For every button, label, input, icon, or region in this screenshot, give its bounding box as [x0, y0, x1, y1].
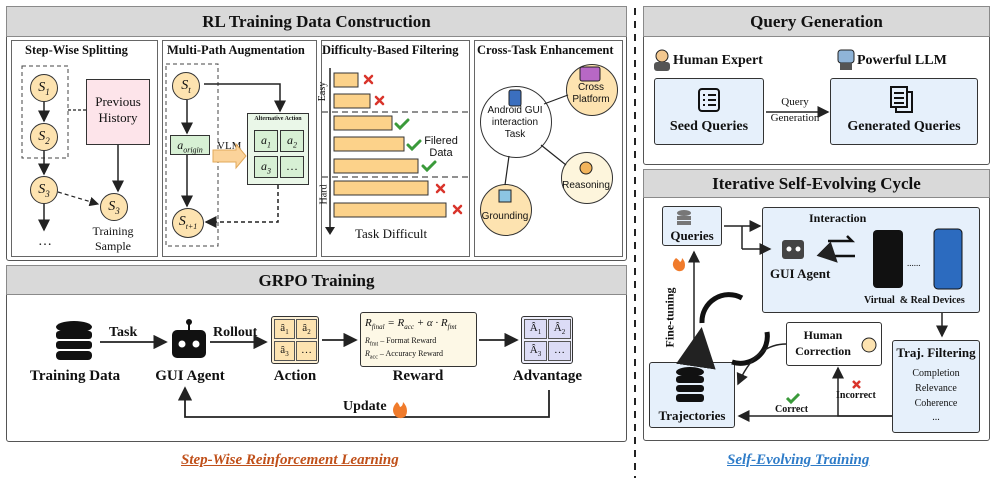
query-generation-arrow-label: Query Generation — [770, 96, 820, 124]
trajectories-label: Trajectories — [658, 408, 726, 423]
alt-action-a2: a2 — [280, 130, 304, 152]
human-correction-label: Human Correction — [795, 328, 851, 358]
reward-label: Reward — [392, 368, 444, 384]
state-s1: S1 — [30, 74, 58, 102]
criteria-more: ... — [932, 412, 940, 423]
accuracy-reward-note: Racc – Accuracy Reward — [365, 349, 443, 361]
traj-filtering-box — [892, 340, 980, 433]
hard-axis-label: Hard — [318, 184, 330, 205]
criteria-relevance: Relevance — [915, 383, 957, 394]
reward-formula-box: Rfinal = Racc + α · Rfmt Rfmt – Format R… — [360, 312, 477, 367]
cross-platform-label: Cross Platform — [572, 82, 610, 105]
self-evolving-title: Iterative Self-Evolving Cycle — [643, 169, 990, 198]
cross-task-title: Cross-Task Enhancement — [477, 43, 614, 57]
training-data-label: Training Data — [29, 368, 121, 384]
advantage-set-box: Â1 Â2 Â3 … — [521, 316, 573, 364]
left-caption: Step-Wise Reinforcement Learning — [181, 452, 399, 468]
format-reward-note: Rfmt – Format Reward — [365, 336, 437, 348]
rl-data-construction-title: RL Training Data Construction — [6, 6, 627, 37]
traj-filtering-label: Traj. Filtering — [896, 345, 976, 360]
queries-label: Queries — [670, 228, 714, 243]
android-task-label: Android GUI interaction Task — [487, 105, 543, 140]
multipath-augmentation-title: Multi-Path Augmentation — [167, 43, 305, 57]
phone-ellipsis: ...... — [907, 258, 921, 268]
criteria-coherence: Coherence — [914, 398, 958, 409]
cycle-gui-agent-label: GUI Agent — [770, 266, 831, 281]
alternative-action-title: Alternative Action — [254, 116, 302, 122]
advantage-more: … — [548, 341, 571, 361]
state-st: St — [172, 72, 200, 100]
alt-action-more: … — [280, 156, 304, 178]
human-expert-label: Human Expert — [673, 53, 763, 68]
ellipsis: … — [38, 234, 52, 249]
alt-action-a1: a1 — [254, 130, 278, 152]
action-set-box: â1 â2 â3 … — [271, 316, 319, 364]
query-generation-title: Query Generation — [643, 6, 990, 37]
advantage-a3: Â3 — [524, 341, 547, 361]
task-label: Task — [109, 325, 138, 340]
fine-tuning-label: Fine-tuning — [662, 287, 677, 348]
state-s3-sample: S3 — [100, 193, 128, 221]
alt-action-a3: a3 — [254, 156, 278, 178]
reward-formula: Rfinal = Racc + α · Rfmt — [365, 317, 457, 332]
rollout-label: Rollout — [213, 325, 258, 340]
action-a1: â1 — [274, 319, 295, 339]
difficulty-filtering-title: Difficulty-Based Filtering — [322, 43, 459, 57]
easy-axis-label: Easy — [317, 81, 329, 102]
action-more: … — [296, 341, 317, 361]
state-s3: S3 — [30, 176, 58, 204]
previous-history-box: Previous History — [86, 79, 150, 145]
interaction-label: Interaction — [809, 211, 867, 225]
powerful-llm-label: Powerful LLM — [857, 53, 947, 68]
advantage-a1: Â1 — [524, 319, 547, 339]
seed-queries-label: Seed Queries — [669, 119, 749, 134]
training-sample-label: Training Sample — [92, 224, 134, 253]
grpo-gui-agent-label: GUI Agent — [155, 368, 225, 384]
a-origin-box: aorigin — [170, 135, 210, 155]
vlm-label: VLM — [217, 140, 242, 152]
grounding-circle — [480, 184, 532, 236]
task-difficult-label: Task Difficult — [355, 226, 428, 241]
generated-queries-label: Generated Queries — [847, 119, 961, 134]
grpo-training-title: GRPO Training — [6, 265, 627, 295]
devices-label: Virtual & Real Devices — [864, 295, 965, 306]
action-a3: â3 — [274, 341, 295, 361]
update-label: Update — [343, 399, 387, 414]
advantage-label: Advantage — [512, 368, 583, 384]
advantage-a2: Â2 — [548, 319, 571, 339]
right-caption: Self-Evolving Training — [727, 452, 870, 468]
criteria-completion: Completion — [912, 368, 960, 379]
grounding-label: Grounding — [481, 211, 529, 222]
correct-label: Correct — [775, 404, 809, 415]
reasoning-circle — [561, 152, 613, 204]
reasoning-label: Reasoning — [562, 180, 610, 191]
alternative-action-box: Alternative Action a1 a2 a3 … — [247, 113, 309, 185]
incorrect-label: Incorrect — [836, 390, 876, 401]
filtered-data-label: Filered Data — [424, 135, 458, 159]
action-a2: â2 — [296, 319, 317, 339]
state-st1: St+1 — [172, 208, 204, 238]
action-label: Action — [273, 368, 317, 384]
stepwise-splitting-title: Step-Wise Splitting — [25, 43, 128, 57]
previous-history-label: Previous History — [95, 94, 141, 125]
queries-box — [662, 206, 722, 246]
state-s2: S2 — [30, 123, 58, 151]
